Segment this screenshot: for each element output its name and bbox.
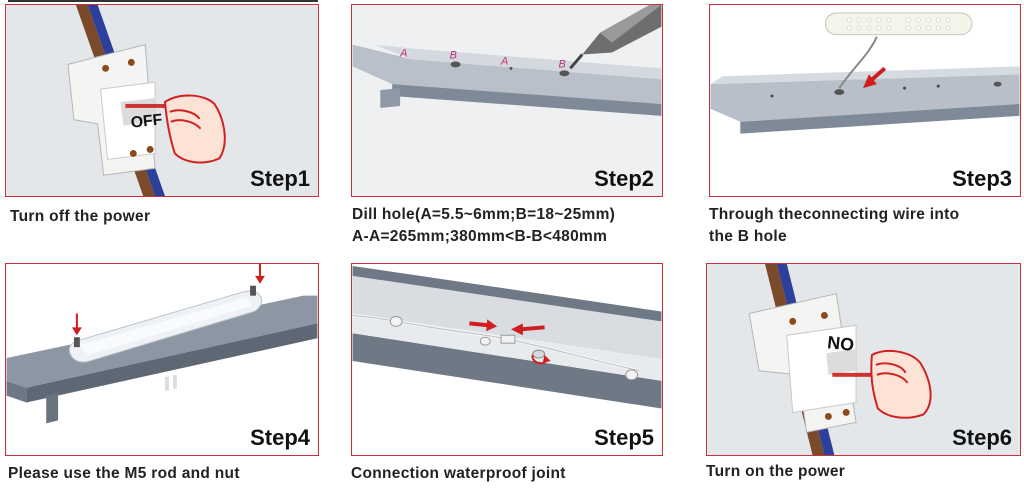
led-lamp-icon bbox=[824, 12, 973, 89]
step2-panel: A B A B Step2 bbox=[351, 4, 663, 197]
step2-caption-line1: Dill hole(A=5.5~6mm;B=18~25mm) bbox=[352, 206, 616, 223]
step1-label: Step1 bbox=[250, 166, 310, 191]
step1-caption-line1: Turn off the power bbox=[10, 208, 151, 225]
step2-caption-line2: A-A=265mm;380mm<B-B<480mm bbox=[352, 228, 608, 245]
arrow-icon bbox=[71, 264, 265, 336]
screw-icon bbox=[73, 285, 257, 348]
step3-caption-line1: Through theconnecting wire into bbox=[709, 206, 960, 223]
drill-icon bbox=[569, 5, 662, 70]
step3-label: Step3 bbox=[952, 166, 1012, 191]
step4-label: Step4 bbox=[250, 425, 310, 450]
rail-drill-scene: A B A B bbox=[352, 5, 662, 196]
breaker-switch-icon: OFF bbox=[6, 5, 318, 196]
step2-label: Step2 bbox=[594, 166, 654, 191]
step4-caption-line1: Please use the M5 rod and nut bbox=[8, 465, 240, 482]
rail-wire-scene bbox=[710, 5, 1020, 196]
rail-connector-scene bbox=[352, 264, 662, 455]
connector-icon bbox=[389, 315, 639, 381]
hole-mark-a2: A bbox=[500, 55, 508, 67]
hole-mark-b1: B bbox=[450, 49, 457, 61]
hand-icon bbox=[163, 94, 226, 164]
step6-switch-text: ON bbox=[826, 332, 855, 355]
hand-icon bbox=[870, 349, 932, 419]
step1-panel: OFF Step1 bbox=[5, 4, 319, 197]
step3-caption-line2: the B hole bbox=[709, 228, 787, 245]
hole-mark-b2: B bbox=[558, 58, 565, 70]
step1-switch-text: OFF bbox=[130, 111, 164, 131]
step3-panel: Step3 bbox=[709, 4, 1021, 197]
arrow-icon bbox=[469, 319, 551, 365]
step5-caption-line1: Connection waterproof joint bbox=[351, 465, 566, 482]
step6-panel: ON Step6 bbox=[706, 263, 1021, 456]
step5-label: Step5 bbox=[594, 425, 654, 450]
arrow-icon bbox=[863, 66, 887, 89]
rail-mount-scene bbox=[6, 264, 318, 455]
top-divider bbox=[8, 0, 318, 2]
step6-caption-line1: Turn on the power bbox=[706, 463, 846, 480]
step5-panel: Step5 bbox=[351, 263, 663, 456]
hole-mark-a1: A bbox=[399, 47, 407, 59]
breaker-switch-icon: ON bbox=[707, 264, 1020, 455]
step6-label: Step6 bbox=[952, 425, 1012, 450]
step4-panel: Step4 bbox=[5, 263, 319, 456]
